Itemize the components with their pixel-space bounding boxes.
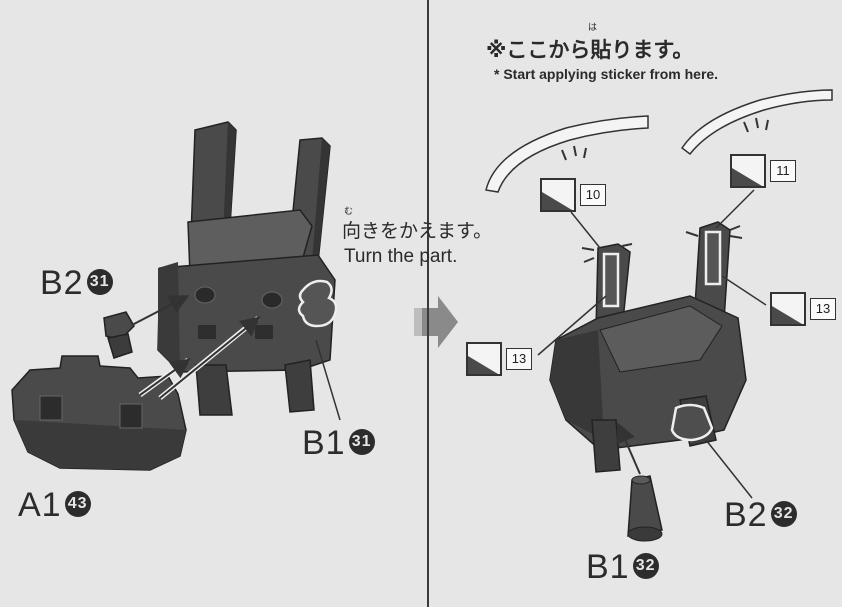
label-b2-32-number: 32 xyxy=(770,501,797,528)
b2-31-part xyxy=(103,311,135,359)
main-body-part-right xyxy=(549,221,747,473)
sticker-icon xyxy=(466,342,502,376)
sticker-strip-left xyxy=(485,115,649,193)
sticker-number-11: 11 xyxy=(770,160,796,182)
b1-31-part-outline xyxy=(297,279,338,328)
sticker-callout-10: 10 xyxy=(540,178,606,212)
b1-31-leader-line xyxy=(315,339,341,421)
start-ticks-left xyxy=(561,145,587,161)
label-b2-31-text: B2 xyxy=(40,264,84,302)
start-ticks-right xyxy=(743,117,769,133)
label-b1-31-number: 31 xyxy=(348,429,375,456)
note-ruby: は xyxy=(588,23,598,33)
a1-43-part xyxy=(11,355,187,471)
instruction-ruby: む xyxy=(344,207,354,217)
instruction-jp: 向きをかえます。 xyxy=(342,220,493,242)
sticker-strip-right xyxy=(680,89,833,156)
instruction-en: Turn the part. xyxy=(344,246,458,267)
label-a1-43-number: 43 xyxy=(64,491,91,518)
sticker-number-13-right: 13 xyxy=(810,298,836,320)
sticker-number-10: 10 xyxy=(580,184,606,206)
sticker-number-13-left: 13 xyxy=(506,348,532,370)
main-body-part-left xyxy=(157,121,336,416)
label-a1-43-text: A1 xyxy=(18,486,62,524)
b1-32-arrow xyxy=(616,422,641,475)
b2-arrow xyxy=(131,295,190,326)
sticker-icon xyxy=(730,154,766,188)
b2-32-part-outline xyxy=(670,403,714,442)
label-b1-32-text: B1 xyxy=(586,548,630,586)
sticker-icon xyxy=(770,292,806,326)
sticker-icon xyxy=(540,178,576,212)
note-en: * Start applying sticker from here. xyxy=(494,66,719,82)
a1-arrow-1 xyxy=(139,358,191,396)
sticker-callout-11: 11 xyxy=(730,154,796,188)
sticker-callout-13-right: 13 xyxy=(770,292,836,326)
sticker-slot-right xyxy=(704,230,722,286)
apply-ticks xyxy=(581,225,743,263)
sticker-slot-left xyxy=(602,252,620,308)
b1-32-part xyxy=(627,475,663,542)
label-b1-31-text: B1 xyxy=(302,424,346,462)
label-b2-31-number: 31 xyxy=(86,269,113,296)
turn-arrow xyxy=(414,296,458,348)
sticker-callout-13-left: 13 xyxy=(466,342,532,376)
note-jp: ※ここから貼ります。 xyxy=(486,38,694,62)
label-b1-32-number: 32 xyxy=(632,553,659,580)
label-b2-32-text: B2 xyxy=(724,496,768,534)
panel-divider xyxy=(427,0,429,607)
b2-32-leader-line xyxy=(705,439,753,499)
a1-arrow-2 xyxy=(159,316,261,399)
